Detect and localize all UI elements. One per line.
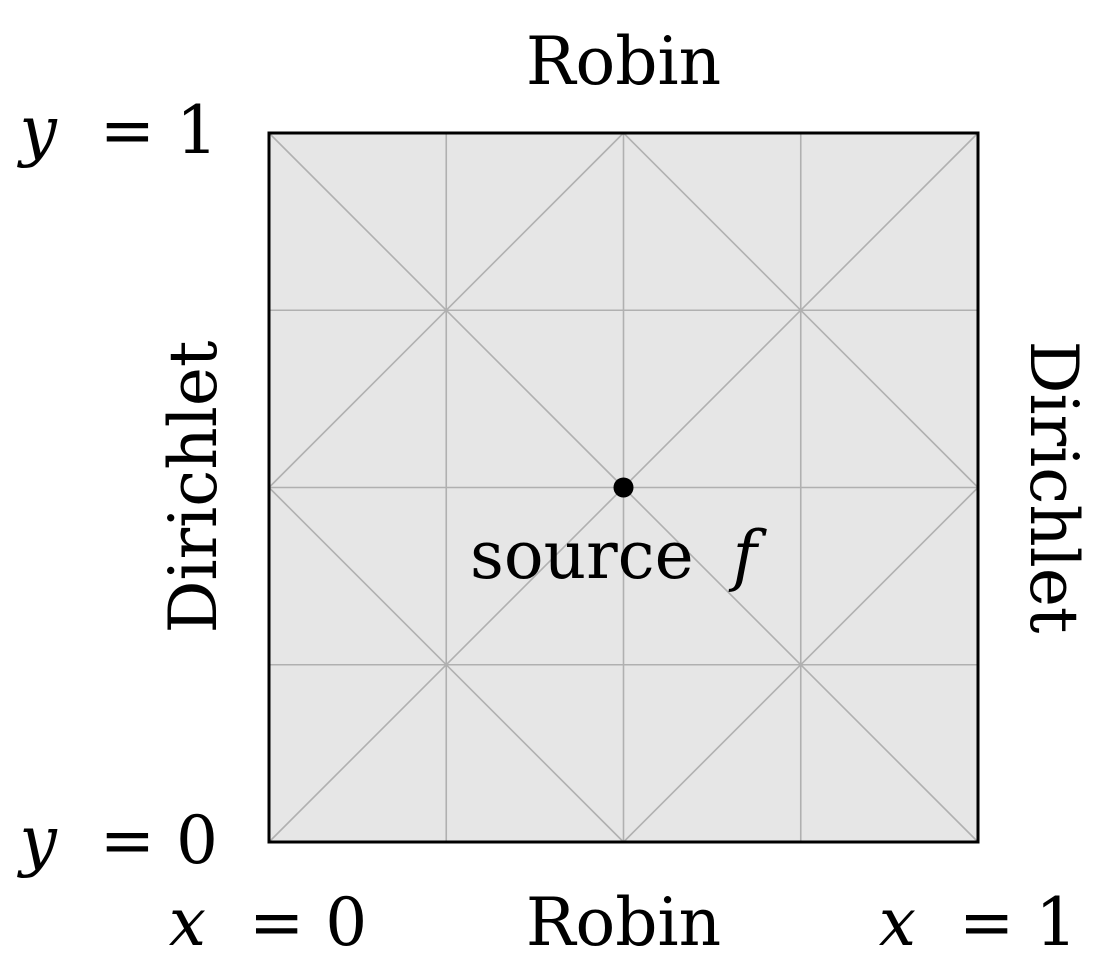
mesh-diagonal-line [268, 486, 625, 843]
boundary-left-label: Dirichlet [155, 341, 232, 634]
y-bottom-var: y [16, 802, 57, 879]
y-top-var: y [16, 92, 57, 169]
x-right-eq: = 1 [959, 884, 1077, 961]
y-bottom-eq: = 0 [100, 802, 218, 879]
x-left-var: x [169, 884, 206, 961]
x-right-var: x [879, 884, 916, 961]
mesh-diagonal-line [622, 486, 979, 843]
y-top-label: y = 1 [16, 92, 218, 169]
source-label: source f [470, 517, 768, 594]
x-right-label: x = 1 [879, 884, 1078, 961]
source-point [613, 477, 634, 498]
mesh-diagonal-line [622, 132, 979, 489]
y-bottom-label: y = 0 [16, 802, 218, 879]
boundary-top-label: Robin [526, 23, 721, 100]
boundary-right-label: Dirichlet [1015, 341, 1092, 634]
boundary-bottom-label: Robin [526, 884, 721, 961]
source-label-text: source [470, 517, 694, 594]
y-top-eq: = 1 [100, 92, 218, 169]
mesh-diagonal-line [268, 132, 625, 489]
x-left-label: x = 0 [169, 884, 368, 961]
domain-border [267, 131, 980, 844]
x-left-eq: = 0 [249, 884, 367, 961]
